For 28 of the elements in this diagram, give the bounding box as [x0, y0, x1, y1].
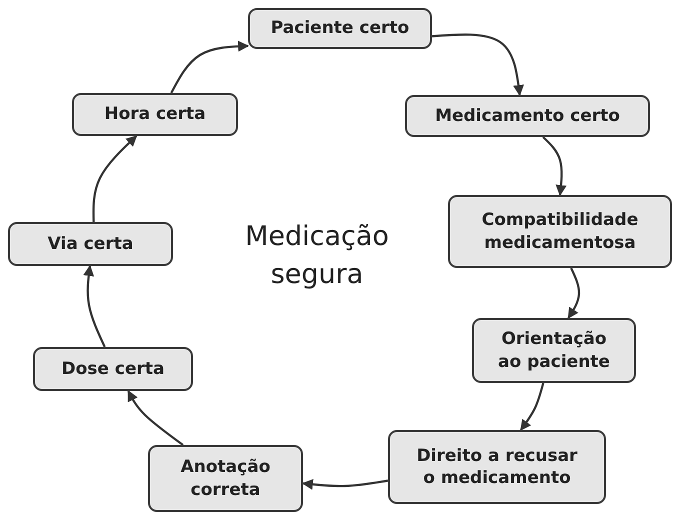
arrow — [127, 390, 184, 446]
step-box — [472, 318, 636, 383]
arrow — [567, 268, 580, 319]
arrow — [83, 264, 106, 348]
arrow — [92, 135, 138, 222]
step-box — [448, 195, 672, 268]
arrow — [520, 382, 544, 431]
step-box — [148, 445, 303, 512]
step-label: Medicamento certo — [435, 104, 620, 128]
center-title: Medicação segura — [244, 220, 390, 292]
arrow — [170, 40, 250, 94]
step-label: Anotação correta — [180, 456, 272, 501]
arrow — [542, 136, 567, 196]
step-box — [72, 93, 238, 136]
step-label: Via certa — [48, 232, 134, 256]
step-box — [8, 222, 173, 266]
step-box — [248, 8, 432, 49]
step-label: Compatibilidade medicamentosa — [480, 209, 640, 254]
step-box — [405, 95, 650, 137]
step-label: Direito a recusar o medicamento — [416, 444, 578, 490]
step-label: Dose certa — [62, 358, 164, 380]
arrow — [302, 478, 388, 490]
step-label: Paciente certo — [270, 17, 410, 40]
step-label: Orientação ao paciente — [497, 328, 611, 373]
step-label: Hora certa — [104, 103, 206, 126]
arrow — [432, 33, 524, 96]
step-box — [33, 347, 193, 391]
step-box — [388, 430, 606, 504]
